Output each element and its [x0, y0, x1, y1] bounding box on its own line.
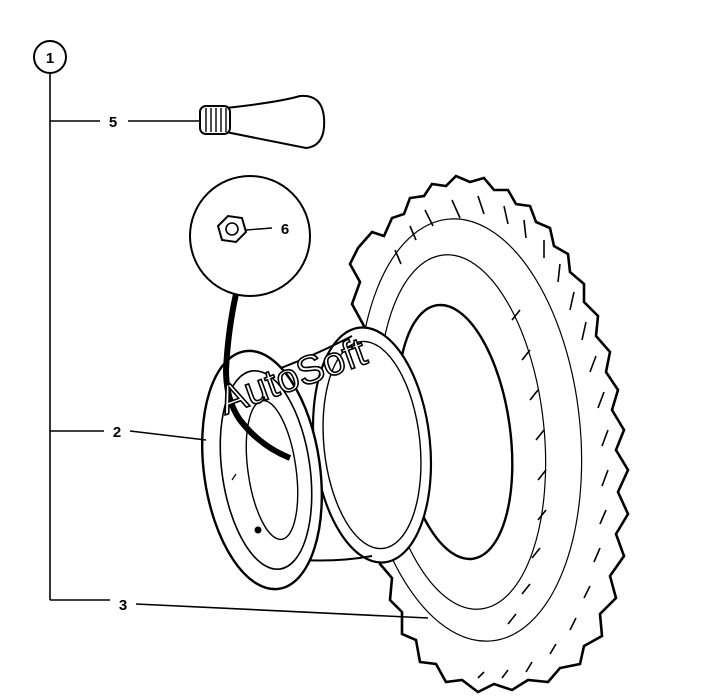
valve-cap — [199, 105, 231, 135]
callout-tyre: 3 — [119, 597, 127, 614]
detail-leader — [222, 293, 292, 461]
rim-center-bore — [245, 399, 299, 541]
valve-cap-knurl — [205, 108, 227, 132]
rim-front-disc-inner — [219, 369, 313, 571]
rim-back-flange-inner — [322, 340, 422, 550]
callout-leader-tyre-b — [135, 603, 429, 619]
callout-rim: 2 — [113, 424, 121, 441]
callout-leader-rim-b — [129, 430, 207, 441]
nut-bore — [225, 222, 239, 236]
valve-stem — [199, 94, 326, 150]
rim-valve-hole — [231, 473, 237, 481]
callout-valve: 5 — [109, 114, 117, 131]
tyre-lugs — [394, 195, 609, 679]
assembly-callout-number: 1 — [46, 50, 54, 67]
callout-nut: 6 — [281, 221, 289, 238]
callout-tree — [33, 40, 429, 619]
valve-body — [225, 94, 326, 150]
callout-leader-nut — [245, 227, 273, 231]
detail-circle — [189, 175, 311, 297]
rim-bolt-hole — [254, 526, 262, 534]
nut-detail — [189, 175, 311, 461]
